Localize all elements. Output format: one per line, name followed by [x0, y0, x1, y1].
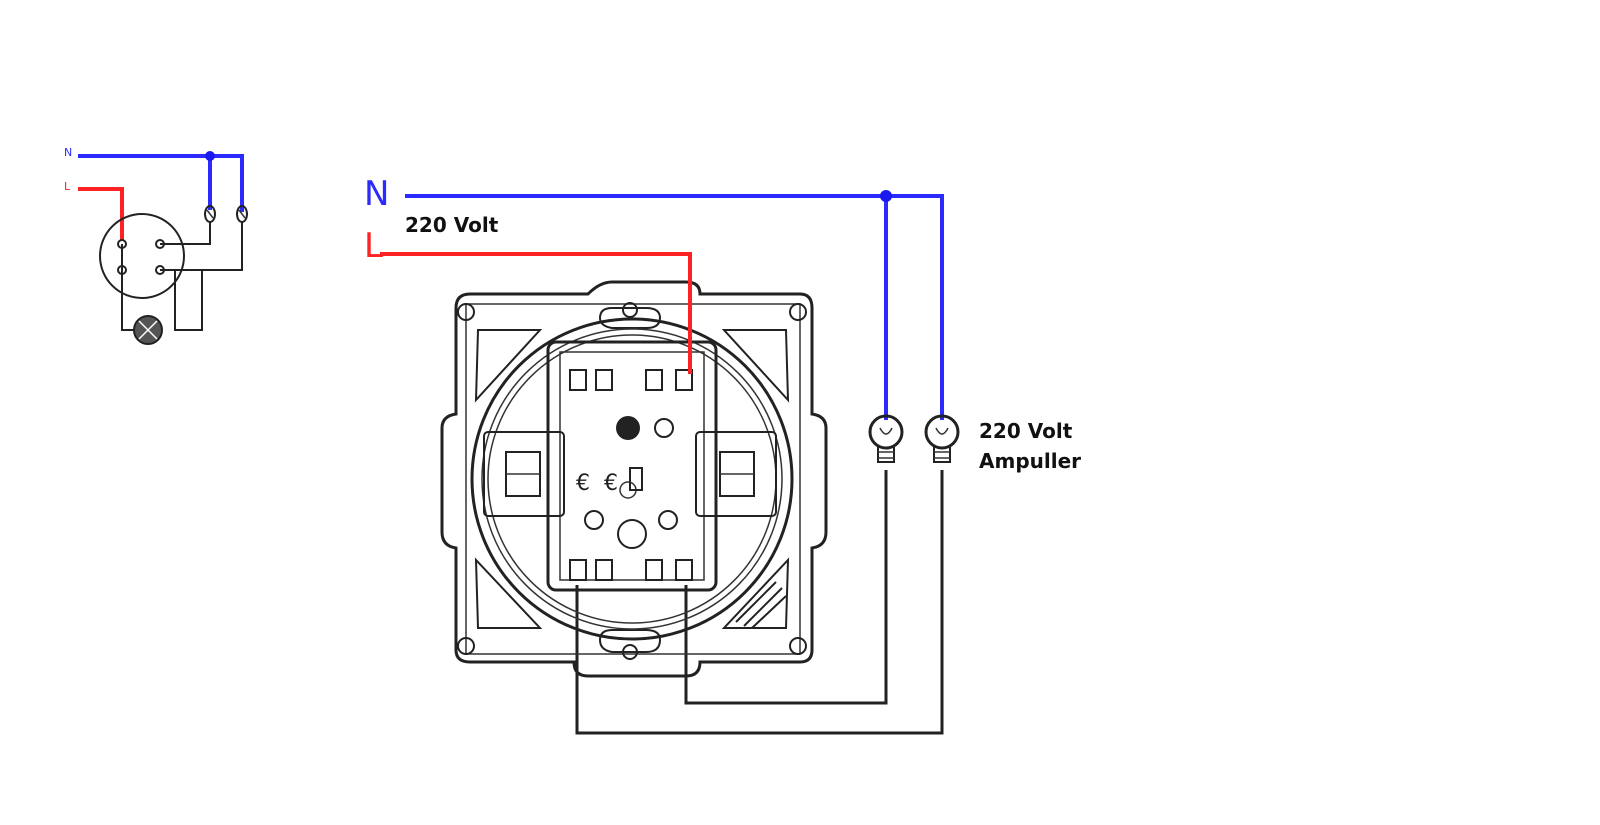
live-wire	[380, 252, 692, 374]
return-wire-lamp-1	[684, 470, 888, 705]
svg-text:€: €	[604, 471, 618, 496]
double-switch-icon: € €	[440, 280, 828, 678]
main-diagram: N L 220 Volt	[364, 174, 1081, 735]
small-live-wire	[78, 187, 124, 240]
small-l-label: L	[64, 180, 71, 193]
small-neutral-junction	[205, 151, 215, 161]
small-lamp-icon	[133, 315, 163, 345]
ce-mark: €	[576, 471, 590, 496]
small-switch-wire-2	[160, 222, 243, 271]
neutral-junction	[880, 190, 892, 202]
lamps-label-line1: 220 Volt	[979, 419, 1073, 443]
neutral-wire	[405, 194, 944, 420]
return-wire-lamp-2	[575, 470, 944, 735]
lamp-icon	[924, 414, 960, 463]
lamp-icon	[868, 414, 904, 463]
small-lamp-wire-2	[174, 270, 203, 331]
small-switch-icon	[99, 213, 185, 299]
small-switch-wire-1	[160, 222, 211, 245]
small-n-label: N	[64, 146, 72, 159]
supply-voltage-label: 220 Volt	[405, 213, 499, 237]
main-n-label: N	[364, 174, 389, 214]
small-schematic: N L	[64, 146, 248, 345]
lamps-label-line2: Ampuller	[979, 449, 1081, 473]
main-l-label: L	[364, 226, 383, 266]
small-neutral-wire	[78, 154, 244, 212]
